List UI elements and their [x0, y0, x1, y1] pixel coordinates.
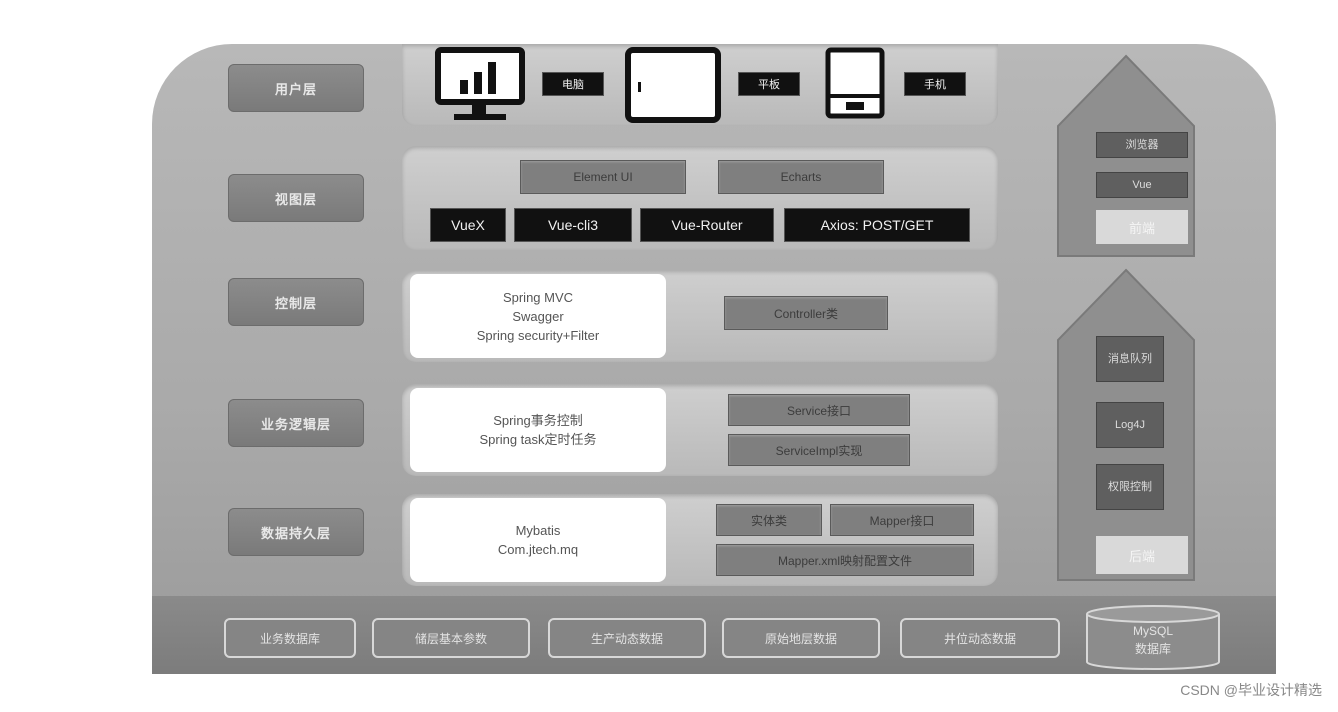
- view-bottom-box-4: Axios: POST/GET: [784, 208, 970, 242]
- control-line-2: Swagger: [512, 308, 564, 324]
- front-item-vue: Vue: [1096, 172, 1188, 198]
- data-tech-box: Mybatis Com.jtech.mq: [410, 498, 666, 582]
- front-item-browser: 浏览器: [1096, 132, 1188, 158]
- back-item-log4j: Log4J: [1096, 402, 1164, 448]
- database-icon: [1086, 605, 1220, 670]
- database-label: MySQL 数据库: [1084, 622, 1222, 658]
- front-label: 前端: [1096, 210, 1188, 244]
- phone-icon: [825, 47, 885, 119]
- bottom-item-5: 井位动态数据: [900, 618, 1060, 658]
- back-item-permission: 权限控制: [1096, 464, 1164, 510]
- layer-label-view: 视图层: [228, 174, 364, 222]
- device-label-pc: 电脑: [542, 72, 604, 96]
- architecture-diagram: 用户层 视图层 控制层 业务逻辑层 数据持久层 电脑 平板 手机 Element…: [152, 44, 1276, 674]
- watermark: CSDN @毕业设计精选: [1180, 682, 1322, 698]
- service-impl-box: ServiceImpl实现: [728, 434, 910, 466]
- view-row: Element UI Echarts VueX Vue-cli3 Vue-Rou…: [402, 146, 998, 250]
- data-line-2: Com.jtech.mq: [497, 542, 579, 557]
- back-item-permission-text: 权限控制: [1108, 480, 1152, 493]
- bottom-item-3: 生产动态数据: [548, 618, 706, 658]
- layer-label-data: 数据持久层: [228, 508, 364, 556]
- client-row: 电脑 平板 手机: [402, 44, 998, 126]
- control-tech-box: Spring MVC Swagger Spring security+Filte…: [410, 274, 666, 358]
- controller-box: Controller类: [724, 296, 888, 330]
- control-row: Spring MVC Swagger Spring security+Filte…: [402, 270, 998, 362]
- monitor-icon: [435, 47, 525, 120]
- business-line-2: Spring task定时任务: [479, 432, 597, 447]
- data-row: Mybatis Com.jtech.mq 实体类 Mapper接口 Mapper…: [402, 494, 998, 586]
- mapper-interface-box: Mapper接口: [830, 504, 974, 536]
- tablet-icon: [625, 47, 721, 123]
- view-top-box-1: Element UI: [520, 160, 686, 194]
- database-label-line-2: 数据库: [1134, 642, 1171, 656]
- bottom-item-1: 业务数据库: [224, 618, 356, 658]
- layer-label-business: 业务逻辑层: [228, 399, 364, 447]
- service-interface-box: Service接口: [728, 394, 910, 426]
- entity-box: 实体类: [716, 504, 822, 536]
- mysql-database: MySQL 数据库: [1084, 602, 1222, 670]
- business-tech-box: Spring事务控制 Spring task定时任务: [410, 388, 666, 472]
- device-label-tablet: 平板: [738, 72, 800, 96]
- device-label-phone: 手机: [904, 72, 966, 96]
- bottom-item-2: 储层基本参数: [372, 618, 530, 658]
- view-bottom-box-1: VueX: [430, 208, 506, 242]
- layer-label-control: 控制层: [228, 278, 364, 326]
- business-row: Spring事务控制 Spring task定时任务 Service接口 Ser…: [402, 384, 998, 476]
- view-bottom-box-2: Vue-cli3: [514, 208, 632, 242]
- business-line-1: Spring事务控制: [493, 413, 583, 428]
- back-item-mq: 消息队列: [1096, 336, 1164, 382]
- back-label: 后端: [1096, 536, 1188, 574]
- view-bottom-box-3: Vue-Router: [640, 208, 774, 242]
- back-item-mq-text: 消息队列: [1108, 352, 1152, 365]
- control-line-1: Spring MVC: [502, 289, 574, 305]
- mapper-xml-box: Mapper.xml映射配置文件: [716, 544, 974, 576]
- data-line-1: Mybatis: [515, 523, 561, 538]
- control-line-3: Spring security+Filter: [476, 327, 600, 343]
- bottom-item-4: 原始地层数据: [722, 618, 880, 658]
- view-top-box-2: Echarts: [718, 160, 884, 194]
- database-label-line-1: MySQL: [1132, 624, 1173, 638]
- layer-label-client: 用户层: [228, 64, 364, 112]
